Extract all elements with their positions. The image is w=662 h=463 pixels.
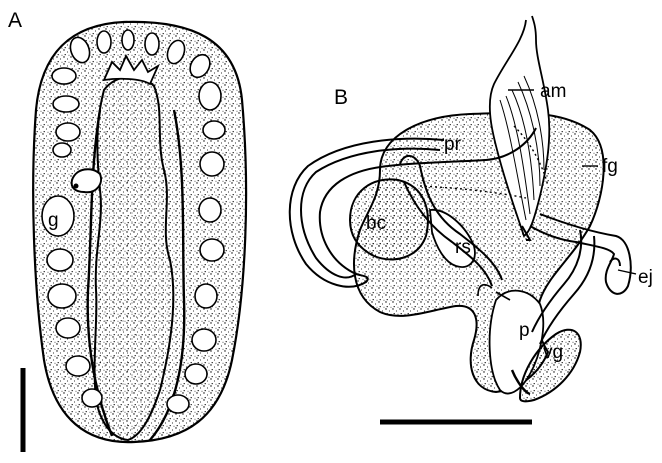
panel-a: A: [8, 9, 246, 452]
small-organ: [72, 169, 101, 192]
label-bc: bc: [366, 213, 386, 234]
panel-a-letter: A: [8, 9, 22, 32]
panel-b: B: [290, 16, 653, 422]
label-fg: fg: [602, 156, 618, 177]
label-pr: pr: [444, 134, 462, 155]
label-ej: ej: [638, 267, 653, 288]
panel-b-letter: B: [334, 86, 348, 109]
label-p: p: [519, 320, 530, 341]
label-am: am: [540, 81, 566, 102]
label-g: g: [48, 210, 59, 231]
label-vg: vg: [543, 342, 563, 363]
bursa-copulatrix: [350, 179, 428, 259]
label-rs: rs: [455, 237, 471, 258]
